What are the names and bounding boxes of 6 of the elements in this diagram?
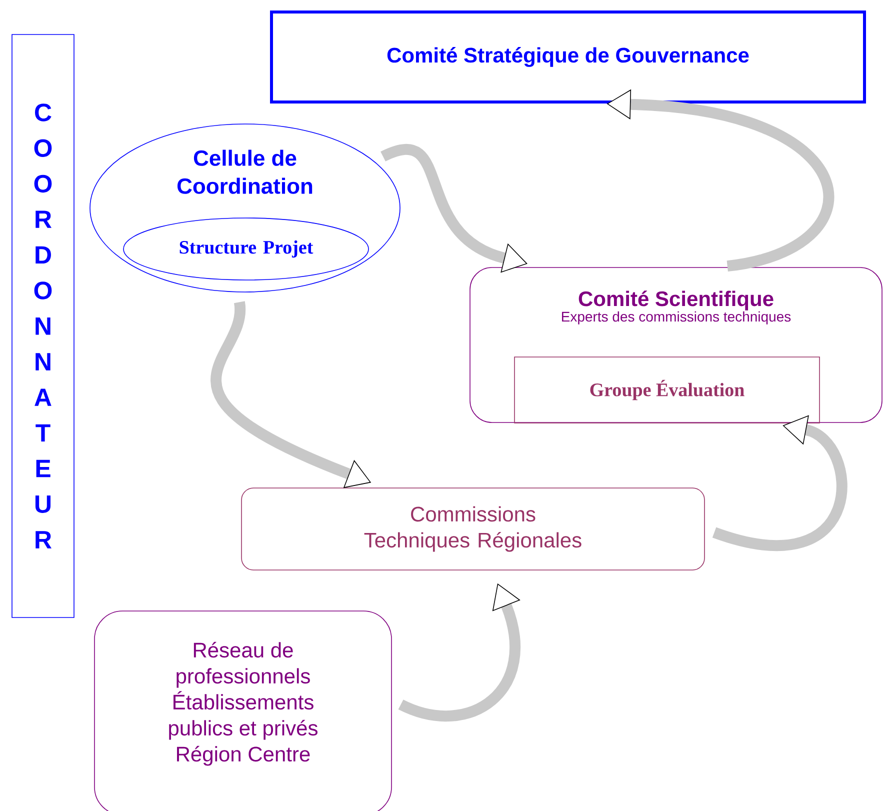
- committee-box: Comité Stratégique de Gouvernance: [270, 10, 866, 104]
- network-box: Réseau de professionnels Établissements publics et privés Région Centre: [94, 610, 392, 811]
- group-box: Groupe Évaluation: [514, 356, 820, 424]
- title-bar: COORDONNATEUR: [12, 34, 74, 618]
- commission-box: Commissions Techniques Régionales: [241, 488, 705, 570]
- curved-arrow: [712, 415, 848, 551]
